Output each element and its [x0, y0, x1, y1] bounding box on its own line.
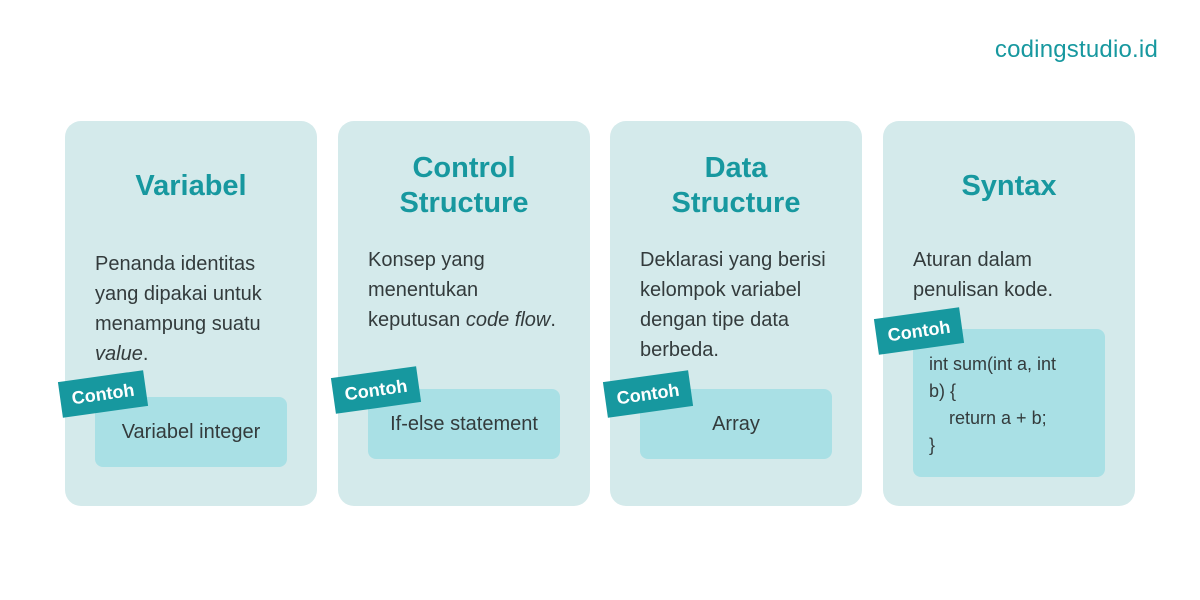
card-description: Penanda identitas yang dipakai untuk men…	[95, 249, 297, 369]
description-text: Penanda identitas yang dipakai untuk men…	[95, 253, 262, 335]
example-text: Variabel integer	[121, 420, 261, 443]
description-text: Aturan dalam penulisan kode.	[913, 249, 1054, 301]
example-text: Array	[712, 412, 760, 435]
code-example: int sum(int a, int b) { return a + b; }	[929, 354, 1057, 455]
card-description: Konsep yang menentukan keputusan code fl…	[368, 245, 570, 335]
card-title-line: Data	[704, 152, 768, 184]
description-text: Konsep yang menentukan keputusan	[368, 249, 485, 331]
card-variabel: Variabel Penanda identitas yang dipakai …	[57, 121, 317, 506]
example-text: If-else statement	[390, 412, 538, 435]
card-title: Variabel	[65, 169, 317, 204]
card-syntax: Syntax Aturan dalam penulisan kode. int …	[873, 121, 1135, 506]
card-description: Aturan dalam penulisan kode.	[913, 245, 1115, 305]
description-text-end: .	[142, 343, 149, 365]
card-data-structure: Data Structure Deklarasi yang berisi kel…	[602, 121, 862, 506]
description-emphasis: code flow	[465, 309, 551, 331]
card-title-line: Control	[412, 152, 516, 184]
card-control-structure: Control Structure Konsep yang menentukan…	[330, 121, 590, 506]
card-title-line: Structure	[399, 187, 529, 219]
card-title-line: Syntax	[961, 170, 1057, 202]
card-description: Deklarasi yang berisi kelompok variabel …	[640, 245, 842, 365]
example-box: Variabel integer	[95, 397, 287, 467]
brand-logo-text: codingstudio.id	[994, 36, 1158, 63]
card-title: Syntax	[883, 169, 1135, 204]
description-text: Deklarasi yang berisi kelompok variabel …	[640, 249, 826, 361]
card-title: Data Structure	[610, 151, 862, 221]
card-title: Control Structure	[338, 151, 590, 221]
description-text-end: .	[550, 309, 556, 331]
card-title-line: Variabel	[135, 170, 247, 202]
code-example-box: int sum(int a, int b) { return a + b; }	[913, 329, 1105, 477]
card-title-line: Structure	[671, 187, 801, 219]
description-emphasis: value	[95, 343, 143, 365]
